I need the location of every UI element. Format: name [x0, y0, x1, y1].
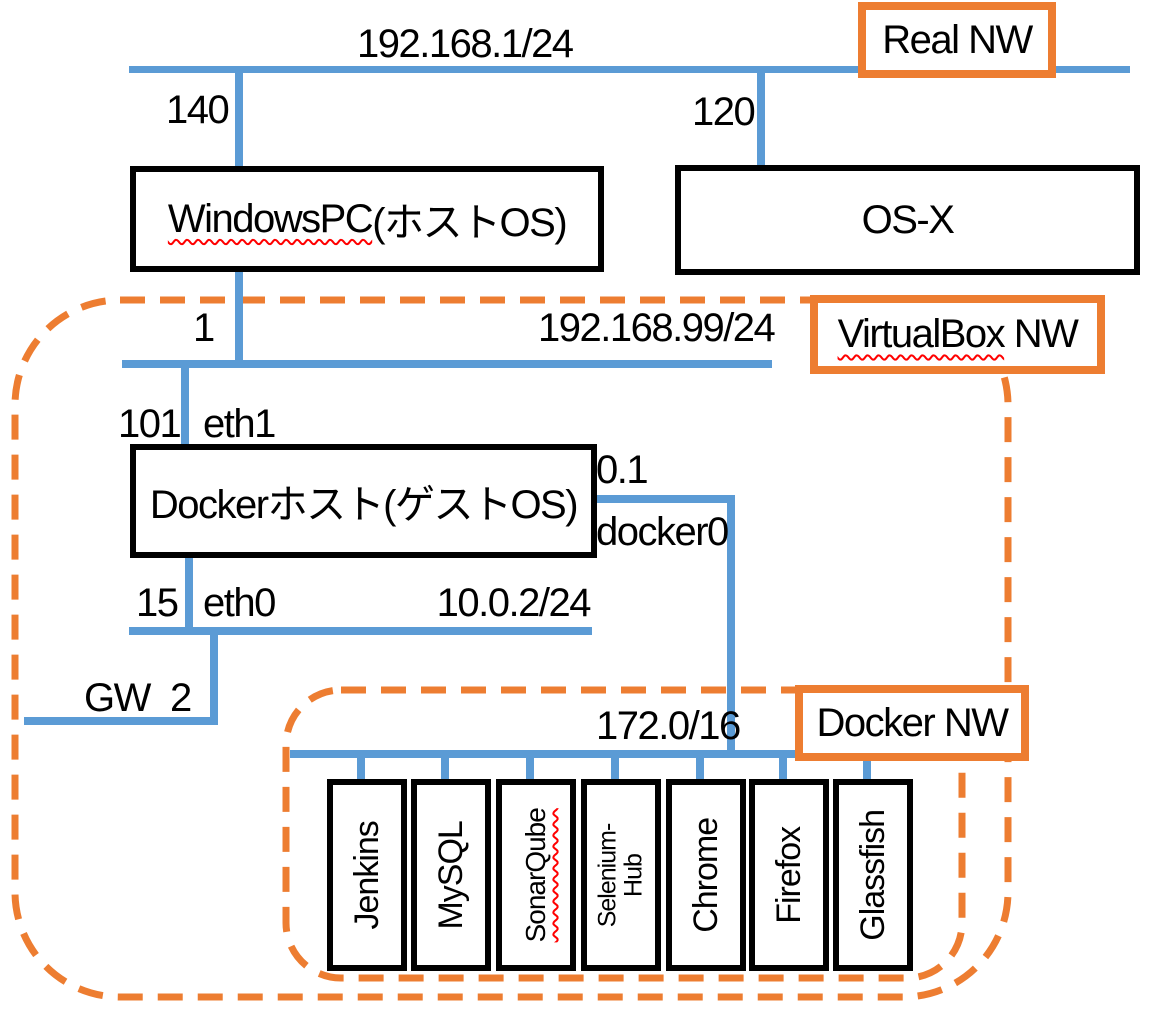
virtualbox-nw-tag: VirtualBox NW [810, 295, 1105, 374]
eth1-link-line [181, 368, 189, 444]
mysql-stub-line [441, 758, 449, 779]
gateway-label: GW [84, 676, 151, 720]
container-jenkins-label: Jenkins [347, 820, 386, 930]
virtualbox-nw-tag-suffix: NW [1004, 312, 1079, 356]
container-sonarqube-label: SonarQube [519, 807, 551, 943]
eth0-label: eth0 [203, 581, 276, 625]
docker-host-node: Dockerホスト(ゲストOS) [130, 444, 597, 558]
windowspc-vbox-ip-label: 1 [193, 306, 215, 350]
gateway-link-line [210, 635, 218, 723]
nat-nw-bus-line [129, 627, 592, 635]
gateway-line [24, 717, 218, 725]
real-nw-bus-line [129, 66, 1130, 73]
eth1-label: eth1 [203, 402, 276, 446]
container-mysql: MySQL [411, 779, 491, 971]
eth0-ip-label: 15 [136, 581, 179, 625]
glassfish-stub-line [863, 758, 871, 779]
osx-real-ip-label: 120 [692, 90, 756, 134]
docker0-link-line-horizontal [585, 495, 735, 503]
windowspc-vbox-link-line [235, 260, 243, 362]
osx-real-link-line [757, 73, 765, 166]
virtualbox-nw-tag-label: VirtualBox [837, 312, 1006, 356]
container-firefox-label: Firefox [769, 826, 808, 924]
container-mysql-label: MySQL [431, 820, 470, 930]
docker-nw-tag: Docker NW [795, 685, 1029, 761]
virtualbox-nw-bus-line [122, 360, 772, 368]
container-glassfish-label: Glassfish [853, 809, 892, 941]
docker0-ip-label: 0.1 [596, 448, 649, 492]
chrome-stub-line [696, 758, 704, 779]
container-jenkins: Jenkins [327, 779, 407, 971]
gateway-ip-label: 2 [170, 676, 192, 720]
docker0-link-line-vertical [727, 495, 735, 758]
container-chrome-label: Chrome [686, 817, 725, 933]
windowspc-node: WindowsPC(ホストOS) [130, 166, 604, 272]
windowspc-real-ip-label: 140 [166, 88, 230, 132]
container-glassfish: Glassfish [833, 779, 913, 971]
windowspc-node-label: WindowsPC [167, 196, 374, 241]
jenkins-stub-line [357, 758, 365, 779]
container-selenium-hub: Selenium- Hub [581, 779, 661, 971]
docker0-label: docker0 [596, 510, 729, 554]
osx-node-label: OS-X [861, 197, 955, 242]
docker-nw-tag-label: Docker NW [816, 700, 1009, 745]
real-nw-tag-label: Real NW [882, 17, 1033, 62]
eth1-ip-label: 101 [118, 402, 182, 446]
real-nw-tag: Real NW [858, 2, 1056, 78]
eth0-link-line [185, 546, 193, 631]
docker-host-node-label: Dockerホスト(ゲストOS) [149, 483, 579, 527]
firefox-stub-line [779, 758, 787, 779]
container-sonarqube: SonarQube [496, 779, 576, 971]
container-chrome: Chrome [666, 779, 746, 971]
container-selenium-hub-label: Selenium- Hub [593, 823, 648, 927]
sonarqube-stub-line [526, 758, 534, 779]
osx-node: OS-X [675, 165, 1140, 275]
windowspc-node-label-suffix: (ホストOS) [372, 201, 567, 245]
docker-nw-subnet-label: 172.0/16 [596, 704, 741, 748]
docker-nw-bus-line [290, 750, 923, 758]
container-firefox: Firefox [749, 779, 829, 971]
virtualbox-nw-subnet-label: 192.168.99/24 [538, 306, 776, 350]
real-nw-subnet-label: 192.168.1/24 [357, 22, 574, 66]
selenium-hub-stub-line [611, 758, 619, 779]
nat-nw-subnet-label: 10.0.2/24 [436, 581, 592, 625]
docker-nw-boundary [282, 686, 966, 982]
windowspc-real-link-line [235, 73, 243, 167]
